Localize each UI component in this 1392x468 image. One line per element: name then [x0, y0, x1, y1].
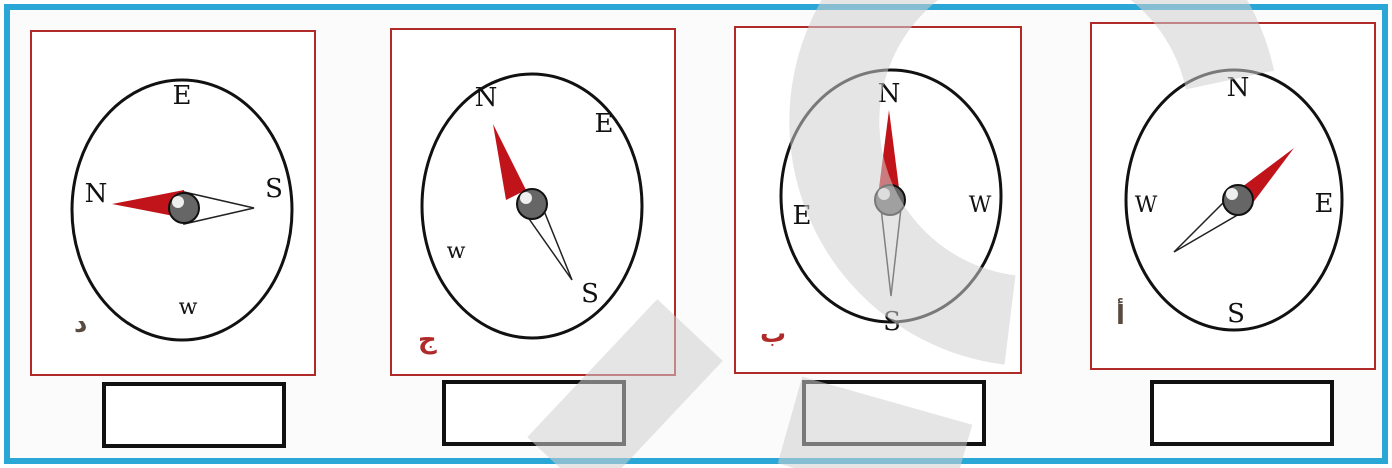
- dir-label-n: N: [1227, 73, 1250, 103]
- dir-label-n: N: [85, 179, 108, 209]
- option-label-d: د: [74, 309, 87, 339]
- dir-label-s: S: [581, 279, 599, 309]
- compass-b: N E W S ب: [736, 28, 1020, 372]
- needle-pivot: [875, 185, 905, 215]
- compass-panel-b: N E W S ب: [734, 26, 1022, 374]
- option-label-a: أ: [1116, 298, 1125, 331]
- dir-label-e: E: [173, 81, 192, 111]
- dir-label-w: w: [179, 295, 198, 320]
- dir-label-s: S: [1227, 299, 1245, 329]
- dir-label-s: S: [265, 174, 283, 204]
- dir-label-w: W: [1135, 193, 1158, 218]
- dir-label-n: N: [475, 83, 498, 113]
- answer-box-a[interactable]: [1150, 380, 1334, 446]
- dir-label-e: E: [1315, 189, 1334, 219]
- compass-j: N E w S ج: [392, 30, 674, 374]
- needle-pivot: [517, 189, 547, 219]
- needle-pivot: [169, 193, 199, 223]
- dir-label-w: W: [969, 193, 992, 218]
- option-label-b: ب: [760, 319, 786, 349]
- compass-panel-j: N E w S ج: [390, 28, 676, 376]
- compass-d: E N S w د: [32, 32, 314, 374]
- dir-label-e: E: [595, 109, 614, 139]
- dir-label-s: S: [883, 307, 901, 337]
- needle-pivot: [1223, 185, 1253, 215]
- answer-box-j[interactable]: [442, 380, 626, 446]
- compass-a: N W E S أ: [1092, 24, 1374, 368]
- answer-box-b[interactable]: [802, 380, 986, 446]
- dir-label-n: N: [878, 79, 901, 109]
- answer-box-d[interactable]: [102, 382, 286, 448]
- compass-panel-a: N W E S أ: [1090, 22, 1376, 370]
- option-label-j: ج: [418, 325, 437, 355]
- dir-label-e: E: [793, 201, 812, 231]
- compass-panel-d: E N S w د: [30, 30, 316, 376]
- dir-label-w: w: [447, 239, 466, 264]
